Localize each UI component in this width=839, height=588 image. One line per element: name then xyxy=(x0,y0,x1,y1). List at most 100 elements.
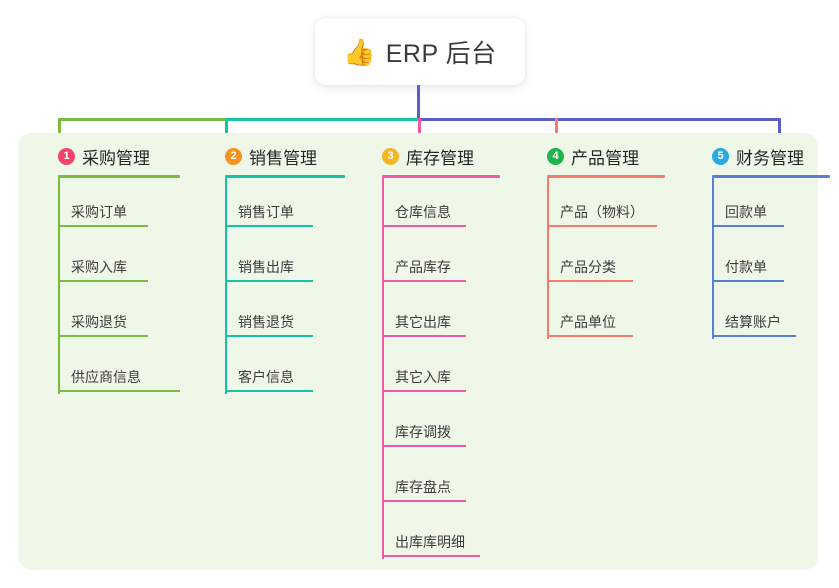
branch-badge-2: 2 xyxy=(225,147,242,165)
leaf-label: 产品单位 xyxy=(560,314,616,330)
leaf-spine xyxy=(547,178,549,339)
leaf-underline xyxy=(58,335,148,337)
leaf-item[interactable]: 出库库明细 xyxy=(362,508,500,563)
branch-column-采购管理: 1 采购管理采购订单采购入库采购退货供应商信息 xyxy=(38,143,180,398)
leaf-underline xyxy=(382,555,480,557)
leaf-underline xyxy=(225,225,313,227)
leaf-spine xyxy=(58,178,60,394)
branch-header-5[interactable]: 5 财务管理 xyxy=(692,143,830,169)
leaf-label: 采购退货 xyxy=(71,314,127,330)
leaf-underline xyxy=(382,225,466,227)
leaf-item[interactable]: 采购订单 xyxy=(38,178,180,233)
connector-drop-2 xyxy=(225,118,228,142)
leaf-underline xyxy=(225,335,313,337)
leaf-label: 销售订单 xyxy=(238,204,294,220)
leaf-underline xyxy=(382,280,466,282)
leaf-spine xyxy=(382,178,384,559)
leaf-spine xyxy=(225,178,227,394)
connector-drop-1 xyxy=(58,118,61,146)
leaf-item[interactable]: 产品库存 xyxy=(362,233,500,288)
leaf-item[interactable]: 销售退货 xyxy=(205,288,345,343)
branch-underline xyxy=(712,175,830,178)
leaf-item[interactable]: 仓库信息 xyxy=(362,178,500,233)
connector-bar-right xyxy=(418,118,781,121)
branch-header-2[interactable]: 2 销售管理 xyxy=(205,143,345,169)
leaf-label: 库存盘点 xyxy=(395,479,451,495)
connector-drop-4 xyxy=(555,118,558,142)
leaf-list: 销售订单销售出库销售退货客户信息 xyxy=(205,178,345,398)
leaf-underline xyxy=(382,335,466,337)
leaf-underline xyxy=(547,280,633,282)
leaf-underline xyxy=(225,390,313,392)
connector-drop-3 xyxy=(418,118,421,142)
leaf-item[interactable]: 产品（物料） xyxy=(527,178,665,233)
branch-underline xyxy=(382,175,500,178)
leaf-underline xyxy=(382,500,466,502)
leaf-item[interactable]: 销售出库 xyxy=(205,233,345,288)
leaf-label: 销售出库 xyxy=(238,259,294,275)
leaf-underline xyxy=(712,335,796,337)
leaf-item[interactable]: 采购退货 xyxy=(38,288,180,343)
leaf-item[interactable]: 其它出库 xyxy=(362,288,500,343)
leaf-underline xyxy=(58,280,148,282)
branch-badge-4: 4 xyxy=(547,147,564,165)
branch-title: 销售管理 xyxy=(249,148,317,168)
branch-badge-1: 1 xyxy=(58,147,75,165)
leaf-item[interactable]: 销售订单 xyxy=(205,178,345,233)
leaf-list: 产品（物料） 产品分类产品单位 xyxy=(527,178,665,343)
leaf-underline xyxy=(547,225,657,227)
leaf-label: 其它出库 xyxy=(395,314,451,330)
leaf-label: 仓库信息 xyxy=(395,204,451,220)
connector-bar-left xyxy=(58,118,225,121)
leaf-label: 产品库存 xyxy=(395,259,451,275)
leaf-underline xyxy=(547,335,633,337)
leaf-item[interactable]: 库存调拨 xyxy=(362,398,500,453)
branch-title: 财务管理 xyxy=(736,148,804,168)
leaf-label: 出库库明细 xyxy=(395,534,465,550)
connector-bar-mid xyxy=(225,118,418,121)
leaf-underline xyxy=(58,225,148,227)
leaf-list: 采购订单采购入库采购退货供应商信息 xyxy=(38,178,180,398)
branch-title: 采购管理 xyxy=(82,148,150,168)
leaf-underline xyxy=(58,390,180,392)
leaf-item[interactable]: 付款单 xyxy=(692,233,830,288)
branch-underline xyxy=(547,175,665,178)
leaf-item[interactable]: 产品单位 xyxy=(527,288,665,343)
leaf-list: 回款单付款单结算账户 xyxy=(692,178,830,343)
root-stem xyxy=(417,85,420,121)
leaf-label: 其它入库 xyxy=(395,369,451,385)
leaf-label: 客户信息 xyxy=(238,369,294,385)
connector-drop-5 xyxy=(778,118,781,146)
branch-underline xyxy=(58,175,180,178)
leaf-label: 回款单 xyxy=(725,204,767,220)
leaf-item[interactable]: 供应商信息 xyxy=(38,343,180,398)
leaf-item[interactable]: 回款单 xyxy=(692,178,830,233)
leaf-label: 采购订单 xyxy=(71,204,127,220)
branch-badge-5: 5 xyxy=(712,147,729,165)
leaf-item[interactable]: 结算账户 xyxy=(692,288,830,343)
root-title: ERP 后台 xyxy=(385,39,497,68)
branch-panel xyxy=(18,133,818,570)
thumbs-up-icon: 👍 xyxy=(343,36,376,67)
leaf-label: 结算账户 xyxy=(725,314,781,330)
leaf-item[interactable]: 库存盘点 xyxy=(362,453,500,508)
branch-header-1[interactable]: 1 采购管理 xyxy=(38,143,180,169)
branch-badge-3: 3 xyxy=(382,147,399,165)
leaf-item[interactable]: 产品分类 xyxy=(527,233,665,288)
leaf-underline xyxy=(382,390,466,392)
leaf-underline xyxy=(382,445,466,447)
leaf-underline xyxy=(712,225,784,227)
leaf-list: 仓库信息产品库存其它出库其它入库库存调拨库存盘点出库库明细 xyxy=(362,178,500,563)
leaf-label: 销售退货 xyxy=(238,314,294,330)
root-node[interactable]: 👍 ERP 后台 xyxy=(315,18,525,85)
leaf-label: 产品分类 xyxy=(560,259,616,275)
leaf-label: 采购入库 xyxy=(71,259,127,275)
leaf-item[interactable]: 采购入库 xyxy=(38,233,180,288)
leaf-item[interactable]: 客户信息 xyxy=(205,343,345,398)
leaf-item[interactable]: 其它入库 xyxy=(362,343,500,398)
